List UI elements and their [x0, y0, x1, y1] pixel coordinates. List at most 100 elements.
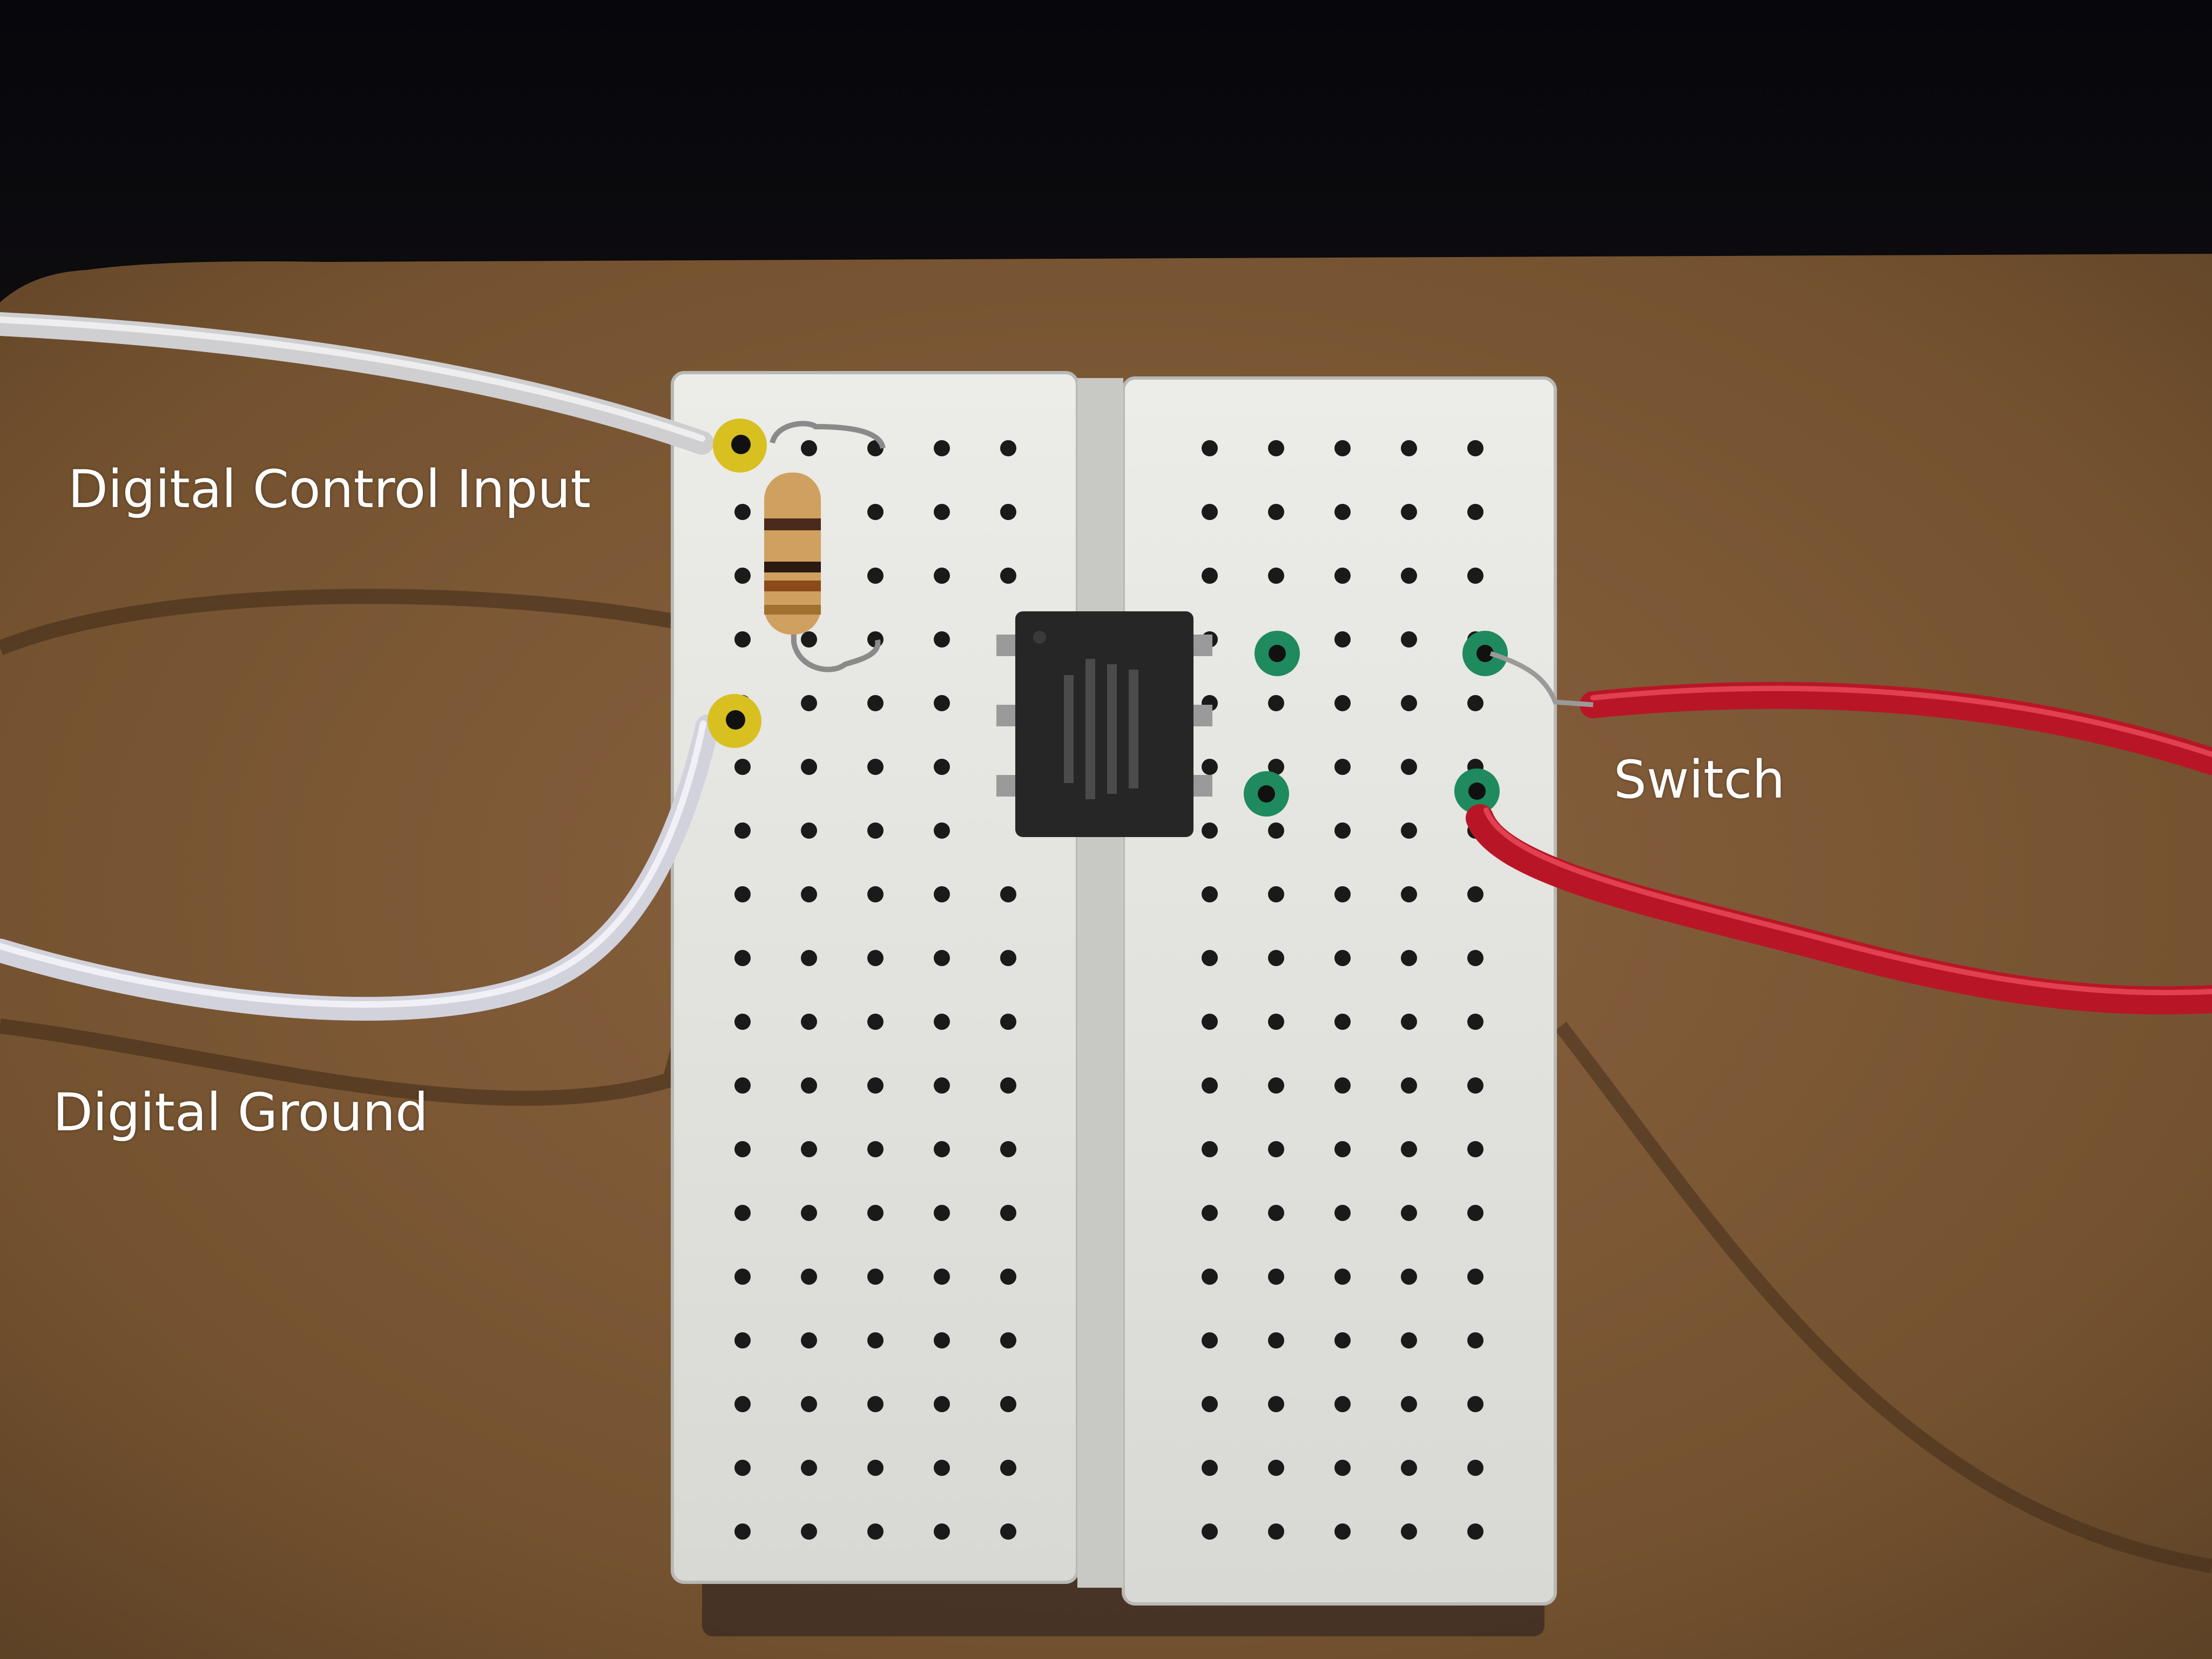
label-digital-control-input: Digital Control Input [68, 459, 591, 520]
breadboard-hole [1202, 1523, 1218, 1540]
breadboard-hole [1000, 1014, 1016, 1030]
red-wire-bottom [1466, 804, 2212, 1015]
breadboard-hole [1401, 886, 1417, 902]
breadboard-hole [801, 1077, 817, 1094]
breadboard-hole [734, 568, 751, 584]
breadboard-hole [801, 1141, 817, 1157]
breadboard-hole [1268, 1523, 1284, 1540]
breadboard-hole [1401, 440, 1417, 456]
breadboard-hole [1268, 1332, 1284, 1348]
red-wire-top-highlight [1590, 685, 2212, 757]
breadboard-hole [1000, 1077, 1016, 1094]
breadboard-hole [734, 1269, 751, 1285]
breadboard-hole [1334, 1269, 1351, 1285]
breadboard-hole [867, 1141, 884, 1157]
breadboard-icon [671, 371, 1557, 1606]
breadboard-hole [934, 1396, 950, 1412]
label-digital-ground: Digital Ground [53, 1082, 428, 1143]
breadboard-hole [734, 504, 751, 520]
breadboard-hole [1000, 886, 1016, 902]
breadboard-hole [1268, 1141, 1284, 1157]
breadboard-hole [801, 886, 817, 902]
breadboard-hole [867, 1460, 884, 1476]
breadboard-hole [801, 631, 817, 648]
breadboard-hole [1334, 950, 1351, 966]
breadboard-hole [1334, 1141, 1351, 1157]
yellow-solder-points [707, 419, 767, 748]
breadboard-hole [934, 1077, 950, 1094]
breadboard-hole [867, 1523, 884, 1540]
breadboard-hole [1000, 1141, 1016, 1157]
breadboard-hole [1202, 1332, 1218, 1348]
breadboard-hole [1401, 950, 1417, 966]
breadboard-hole [734, 1141, 751, 1157]
breadboard-hole [1467, 1141, 1483, 1157]
breadboard-hole [1467, 504, 1483, 520]
breadboard-hole [1000, 1460, 1016, 1476]
breadboard-hole [1000, 1332, 1016, 1348]
breadboard-hole [801, 1396, 817, 1412]
breadboard-hole [1467, 1460, 1483, 1476]
breadboard-hole [1202, 822, 1218, 839]
breadboard-hole [1268, 1205, 1284, 1221]
breadboard-hole [934, 1205, 950, 1221]
breadboard-hole [867, 568, 884, 584]
breadboard-hole [801, 1205, 817, 1221]
breadboard-hole [734, 950, 751, 966]
breadboard-hole [934, 1014, 950, 1030]
breadboard-hole [1334, 504, 1351, 520]
breadboard-hole [1268, 440, 1284, 456]
breadboard-hole [1401, 1269, 1417, 1285]
breadboard-hole [801, 1523, 817, 1540]
breadboard-hole [1334, 1523, 1351, 1540]
breadboard-hole [801, 695, 817, 711]
breadboard-hole [1334, 440, 1351, 456]
breadboard-hole [734, 886, 751, 902]
breadboard-hole [1268, 504, 1284, 520]
breadboard-hole [1401, 822, 1417, 839]
breadboard-hole [1401, 568, 1417, 584]
breadboard-hole [1202, 440, 1218, 456]
breadboard-hole [1202, 950, 1218, 966]
breadboard-hole [867, 886, 884, 902]
breadboard-hole [1467, 1332, 1483, 1348]
breadboard-hole [934, 759, 950, 775]
breadboard-hole [1467, 1077, 1483, 1094]
breadboard-hole [867, 1332, 884, 1348]
breadboard-hole [1202, 1269, 1218, 1285]
breadboard-holes [734, 440, 1483, 1540]
label-switch: Switch [1614, 750, 1785, 810]
red-wire-bottom-highlight [1483, 807, 2212, 995]
white-wire-top [0, 312, 714, 455]
breadboard-hole [934, 504, 950, 520]
red-wire-top [1580, 682, 2212, 775]
breadboard-hole [1467, 440, 1483, 456]
breadboard-hole [1334, 1205, 1351, 1221]
breadboard-hole [1268, 950, 1284, 966]
breadboard-hole [934, 440, 950, 456]
breadboard-hole [1401, 1077, 1417, 1094]
breadboard-hole [1467, 1205, 1483, 1221]
breadboard-hole [1401, 631, 1417, 648]
breadboard-hole [934, 568, 950, 584]
white-wire-top-highlight [0, 316, 705, 442]
breadboard-hole [1000, 1269, 1016, 1285]
breadboard-hole [734, 1332, 751, 1348]
breadboard-hole [1202, 504, 1218, 520]
breadboard-hole [1268, 1269, 1284, 1285]
breadboard-hole [1268, 1460, 1284, 1476]
breadboard-hole [1401, 1141, 1417, 1157]
breadboard-hole [801, 1460, 817, 1476]
breadboard-hole [734, 1014, 751, 1030]
breadboard-hole [1202, 568, 1218, 584]
breadboard-hole [1268, 1077, 1284, 1094]
white-wire-bottom-highlight [0, 720, 706, 1008]
breadboard-hole [734, 1396, 751, 1412]
breadboard-hole [1401, 1014, 1417, 1030]
breadboard-hole [1467, 568, 1483, 584]
breadboard-hole [1401, 1205, 1417, 1221]
breadboard-hole [934, 822, 950, 839]
breadboard-hole [934, 631, 950, 648]
